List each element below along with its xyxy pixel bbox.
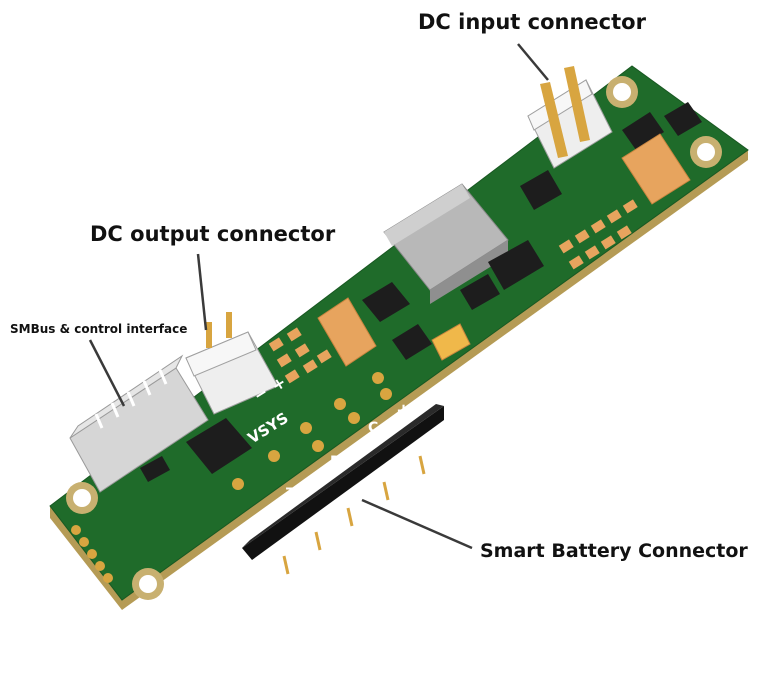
leader-dc-output <box>196 253 208 331</box>
capacitor <box>317 297 377 367</box>
silk-c: C <box>368 420 378 436</box>
leader-smbus <box>88 339 126 407</box>
battery-pads <box>232 372 392 490</box>
dc-input-label: DC input connector <box>418 10 646 34</box>
dc-input-connector <box>527 66 613 169</box>
ic-chip <box>488 240 544 290</box>
ic-chip <box>392 324 432 360</box>
leader-lines <box>88 43 549 550</box>
smbus-connector <box>69 354 209 493</box>
mounting-holes <box>66 76 722 600</box>
header-pads <box>71 525 113 583</box>
smd-cluster-right <box>558 199 638 270</box>
capacitor <box>621 133 691 205</box>
smart-battery-label: Smart Battery Connector <box>480 540 748 562</box>
dc-output-label: DC output connector <box>90 222 336 246</box>
smart-battery-connector <box>242 404 444 575</box>
silk-t: T <box>286 486 296 502</box>
silk-plus-battery: + <box>396 400 411 421</box>
ic-chip <box>362 282 410 322</box>
ic-chip <box>186 418 252 474</box>
capacitors <box>317 133 691 367</box>
smd-cluster-left <box>268 327 332 384</box>
smbus-label: SMBus & control interface <box>10 322 188 336</box>
ic-chip <box>664 102 702 136</box>
ic-chip <box>622 112 664 150</box>
capacitor <box>431 323 471 361</box>
ics <box>140 102 702 482</box>
silk-minus-battery: − <box>250 508 265 529</box>
ic-chip <box>460 274 500 310</box>
ic-chip <box>140 456 170 482</box>
inductor <box>383 183 509 304</box>
ic-chip <box>520 170 562 210</box>
dc-output-connector <box>185 312 279 415</box>
silk-d: D <box>330 454 342 470</box>
leader-dc-input <box>517 43 549 81</box>
leader-smart-battery <box>361 498 473 550</box>
